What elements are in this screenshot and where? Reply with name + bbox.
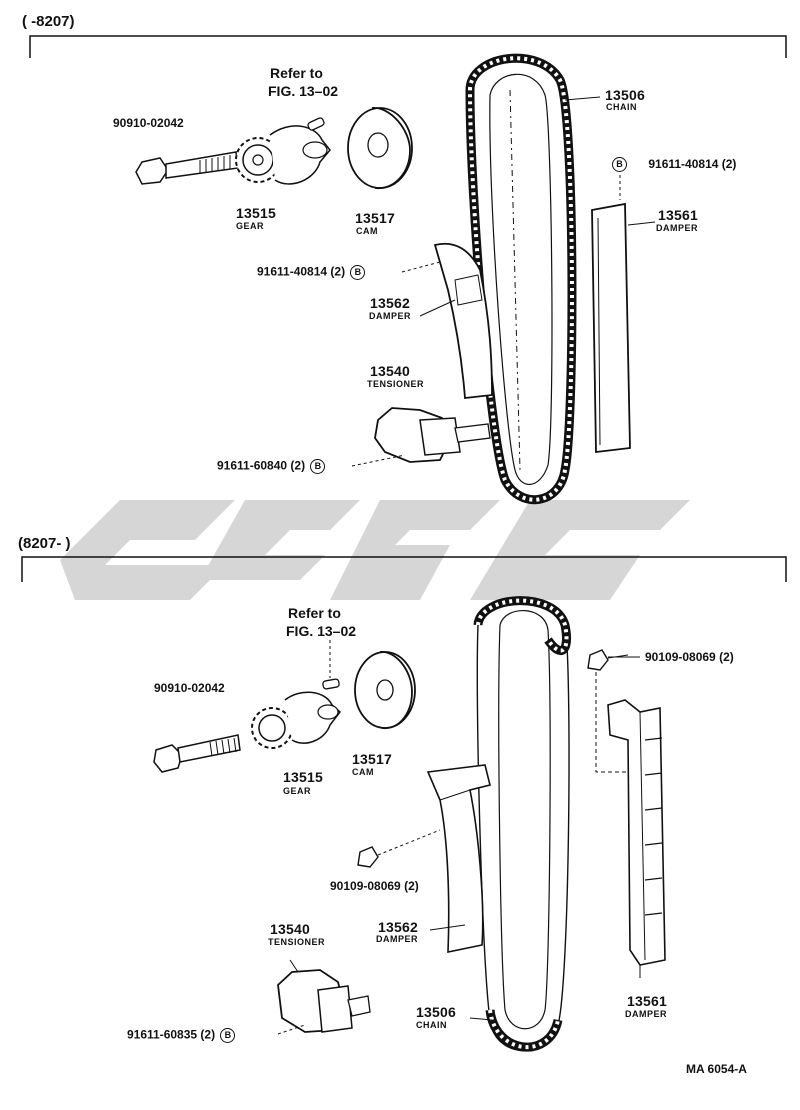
top-damper-left-name: DAMPER (369, 311, 412, 321)
top-damper-right-number: 13561 (658, 207, 698, 223)
top-bolt-icon (135, 151, 239, 185)
top-cam-icon (347, 107, 413, 189)
bottom-cam-name: CAM (352, 767, 374, 777)
top-chain-number: 13506 (605, 87, 645, 103)
top-gear-icon (235, 125, 331, 185)
bottom-bolt-part-number: 90910-02042 (154, 681, 225, 695)
bottom-refer-line2: FIG. 13–02 (286, 623, 357, 639)
top-section-frame (29, 35, 787, 58)
top-damper-left-icon (401, 242, 493, 399)
callout-b-icon: B (220, 1028, 236, 1043)
bottom-refer-line1: Refer to (288, 605, 341, 621)
bottom-bolt-left-part-number: 90109-08069 (2) (330, 879, 419, 893)
top-damper-left-number: 13562 (370, 295, 410, 311)
top-damper-right-icon (591, 175, 631, 454)
top-bolt-left-part-number: 91611-40814 (2) B (257, 265, 367, 280)
bottom-bolt-right-icon (587, 649, 640, 773)
bottom-damper-left-name: DAMPER (376, 934, 419, 944)
bottom-tensioner-name: TENSIONER (268, 937, 326, 947)
callout-b-icon: B (350, 265, 366, 280)
top-gear-name: GEAR (236, 221, 265, 231)
callout-b-icon: B (310, 459, 326, 474)
bottom-gear-icon (251, 691, 342, 749)
top-dowel-pin-icon (307, 117, 325, 131)
top-cam-number: 13517 (355, 210, 395, 226)
top-cam-name: CAM (356, 226, 378, 236)
top-damper-right-name: DAMPER (656, 223, 699, 233)
top-tensioner-bolt-part-number: 91611-60840 (2) B (217, 459, 327, 474)
bottom-tensioner-number: 13540 (270, 921, 310, 937)
top-refer-line2: FIG. 13–02 (268, 83, 339, 99)
watermark (60, 500, 690, 600)
top-gear-number: 13515 (236, 205, 276, 221)
bottom-dowel-pin-icon (322, 640, 340, 690)
top-chain-name: CHAIN (606, 102, 637, 112)
bottom-chain-name: CHAIN (416, 1020, 447, 1030)
bottom-chain-number: 13506 (416, 1004, 456, 1020)
bottom-damper-right-icon (607, 699, 666, 966)
bottom-damper-left-icon (426, 764, 491, 953)
bottom-damper-right-number: 13561 (627, 993, 667, 1009)
bottom-cam-number: 13517 (352, 751, 392, 767)
callout-b-icon: B (612, 157, 627, 172)
bottom-tensioner-bolt-part-number: 91611-60835 (2) B (127, 1028, 237, 1043)
bottom-section-header: (8207- ) (18, 535, 71, 552)
bottom-damper-left-number: 13562 (378, 919, 418, 935)
top-tensioner-name: TENSIONER (367, 379, 425, 389)
top-tensioner-icon (351, 407, 491, 467)
bottom-chain (473, 596, 571, 1052)
top-tensioner-number: 13540 (370, 363, 410, 379)
bottom-bolt-left-icon (357, 829, 441, 868)
leader-lines (289, 96, 656, 1021)
top-refer-line1: Refer to (270, 65, 323, 81)
bottom-section-frame (21, 556, 787, 582)
top-bolt-right-part-number: B 91611-40814 (2) (610, 157, 736, 172)
bottom-bolt-right-part-number: 90109-08069 (2) (645, 650, 734, 664)
bottom-gear-name: GEAR (283, 786, 312, 796)
figure-code: MA 6054-A (686, 1062, 747, 1076)
bottom-cam-icon (354, 651, 416, 729)
bottom-tensioner-icon (277, 969, 371, 1035)
bottom-bolt-icon (153, 734, 241, 773)
bottom-damper-right-name: DAMPER (625, 1009, 668, 1019)
bottom-gear-number: 13515 (283, 769, 323, 785)
top-section-header: ( -8207) (22, 13, 75, 30)
top-bolt-part-number: 90910-02042 (113, 116, 184, 130)
